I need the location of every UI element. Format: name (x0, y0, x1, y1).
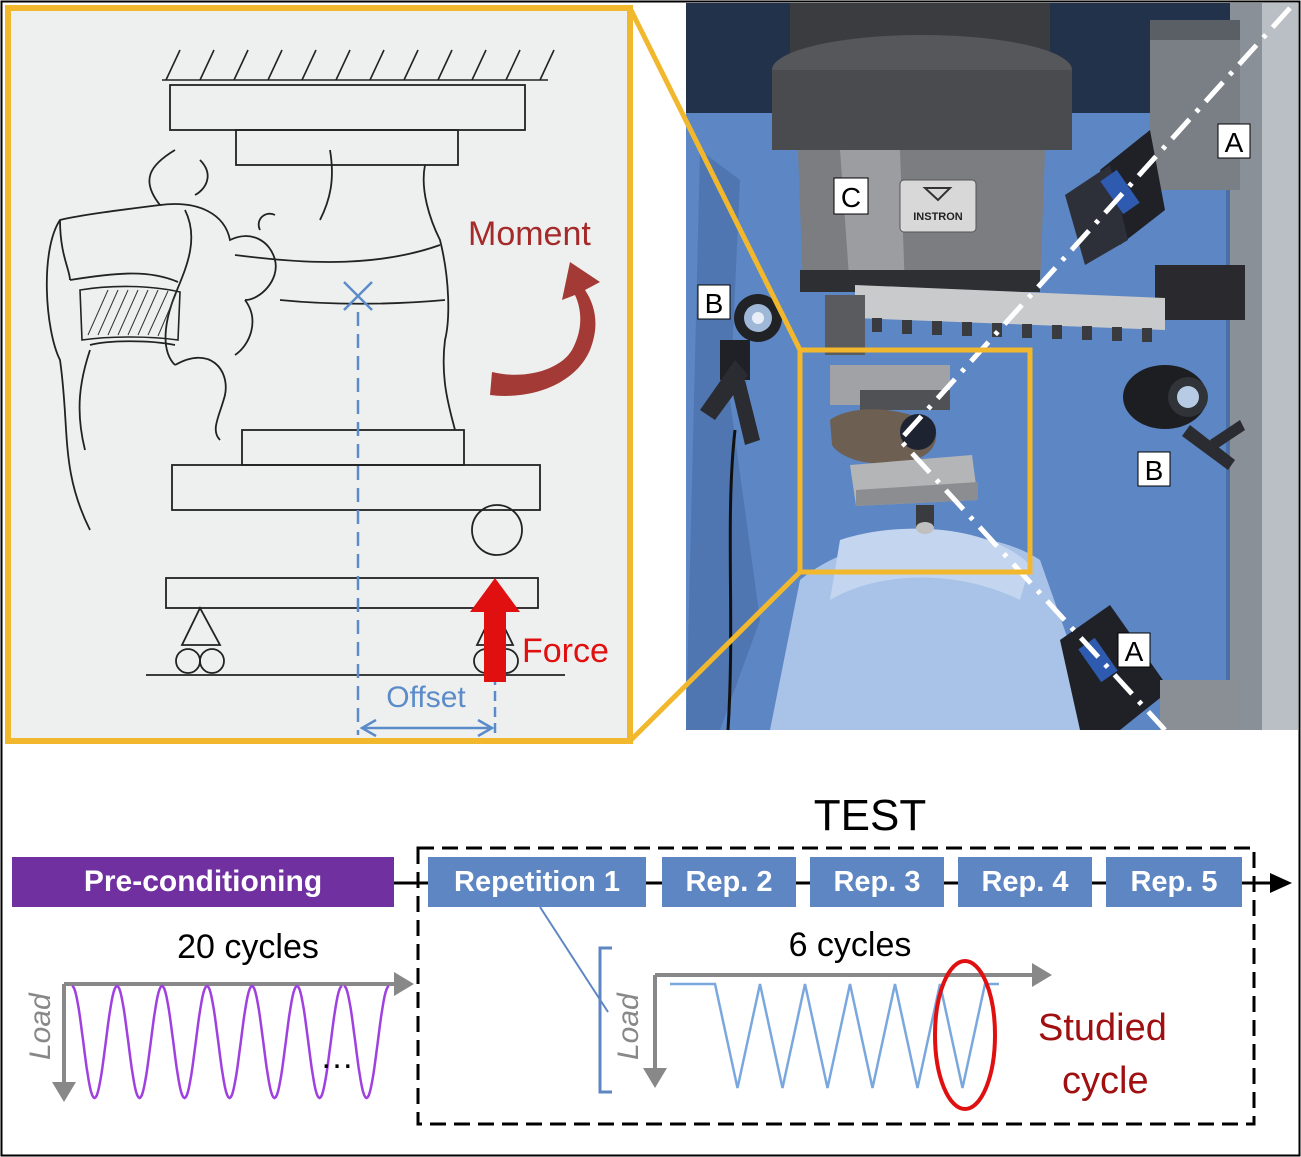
crosshead-teeth (872, 318, 1152, 342)
studied-cycle-line1: Studied (1038, 1007, 1167, 1049)
force-label: Force (522, 632, 609, 670)
preconditioning-label: Pre-conditioning (84, 865, 322, 898)
rep-box-3 (810, 857, 944, 907)
sketch-gold-border (5, 5, 633, 744)
rep-label-1: Repetition 1 (454, 866, 620, 898)
moment-label: Moment (468, 215, 591, 253)
sketch-ground-hatch (162, 49, 555, 81)
rep-box-1 (428, 857, 646, 907)
test-y-arrowhead (643, 1068, 667, 1088)
sketch-base-plate (165, 577, 539, 609)
test-load-axes (653, 973, 1036, 1076)
camera-b-left (700, 294, 782, 731)
preconditioning-cycles: 20 cycles (177, 928, 319, 966)
sketch-panel: Offset Force Moment (5, 5, 633, 744)
preconditioning-box (12, 857, 394, 907)
instron-logo: INSTRON (899, 179, 977, 233)
photo-right-column-shade (1262, 3, 1298, 730)
test-title: TEST (814, 791, 926, 840)
specimen-roller-tip (916, 522, 934, 534)
sketch-offset-arrow (359, 718, 495, 738)
camera-a-top (1065, 20, 1240, 265)
photo-panel: INSTRON (686, 3, 1298, 732)
photo-zoom-box (797, 347, 1033, 575)
precond-load-axes (62, 982, 396, 1090)
studied-cycle-circle (933, 959, 997, 1111)
svg-text:A: A (1125, 636, 1144, 667)
rep-box-5 (1106, 857, 1242, 907)
photo-right-bracket (1155, 265, 1245, 320)
test-dashed-box (416, 846, 1256, 1126)
offset-label: Offset (386, 681, 466, 714)
load-cell-body-dark (772, 70, 1072, 150)
sketch-roller-ball (471, 504, 523, 556)
label-a-bottom: A (1117, 632, 1151, 668)
load-cell-highlight (840, 150, 905, 290)
camera-a-bottom (1060, 605, 1240, 730)
svg-text:A: A (1225, 127, 1244, 158)
rep-label-3: Rep. 3 (833, 866, 920, 898)
test-load-label: Load (612, 992, 645, 1060)
rep-box-2 (662, 857, 796, 907)
protocol-section: TEST Pre-conditioning Repetition 1 Rep. … (12, 791, 1292, 1126)
test-x-arrowhead (1032, 963, 1052, 987)
rep-label-4: Rep. 4 (981, 866, 1068, 898)
sketch-lower-plate (171, 464, 541, 511)
rep-box-4 (958, 857, 1092, 907)
specimen-roller (916, 505, 934, 527)
crosshead-plate (855, 285, 1165, 330)
label-b-right: B (1137, 451, 1171, 487)
rep-connector (539, 906, 609, 1013)
force-arrow (470, 578, 520, 682)
label-a-top: A (1217, 123, 1251, 159)
zoom-connector-bottom (628, 570, 802, 743)
sketch-vertebrae (45, 149, 456, 531)
specimen-top-plate-dark (860, 390, 950, 410)
photo-upper-fixture (825, 295, 865, 355)
svg-text:C: C (841, 182, 861, 213)
camera-b-right (1123, 365, 1245, 470)
rep-label-2: Rep. 2 (685, 866, 772, 898)
precond-x-arrowhead (394, 972, 414, 996)
rep-label-5: Rep. 5 (1130, 866, 1217, 898)
test-cycles: 6 cycles (789, 926, 912, 964)
zoom-connector-top (627, 6, 803, 352)
sketch-upper-insert (235, 129, 459, 166)
label-c: C (833, 177, 869, 215)
test-waveform (670, 982, 999, 1089)
svg-text:B: B (705, 288, 724, 319)
specimen-disc (900, 414, 936, 450)
moment-arrow (490, 262, 600, 396)
sketch-center-marker (343, 281, 373, 311)
photo-light-cloth-fold (830, 528, 1030, 600)
precond-load-label: Load (24, 992, 57, 1060)
studied-cycle-line2: cycle (1062, 1060, 1149, 1102)
precond-waveform (71, 984, 390, 1100)
precond-y-arrowhead (52, 1082, 76, 1102)
svg-text:B: B (1145, 455, 1164, 486)
timeline-arrowhead (1270, 873, 1292, 893)
rep-bracket (598, 946, 612, 1094)
specimen-lower-plate-shade (856, 482, 978, 506)
precond-ellipsis: … (320, 1038, 354, 1076)
sketch-hatched-disc (79, 285, 181, 341)
instron-brand: INSTRON (913, 211, 963, 223)
label-b-left: B (697, 284, 731, 320)
